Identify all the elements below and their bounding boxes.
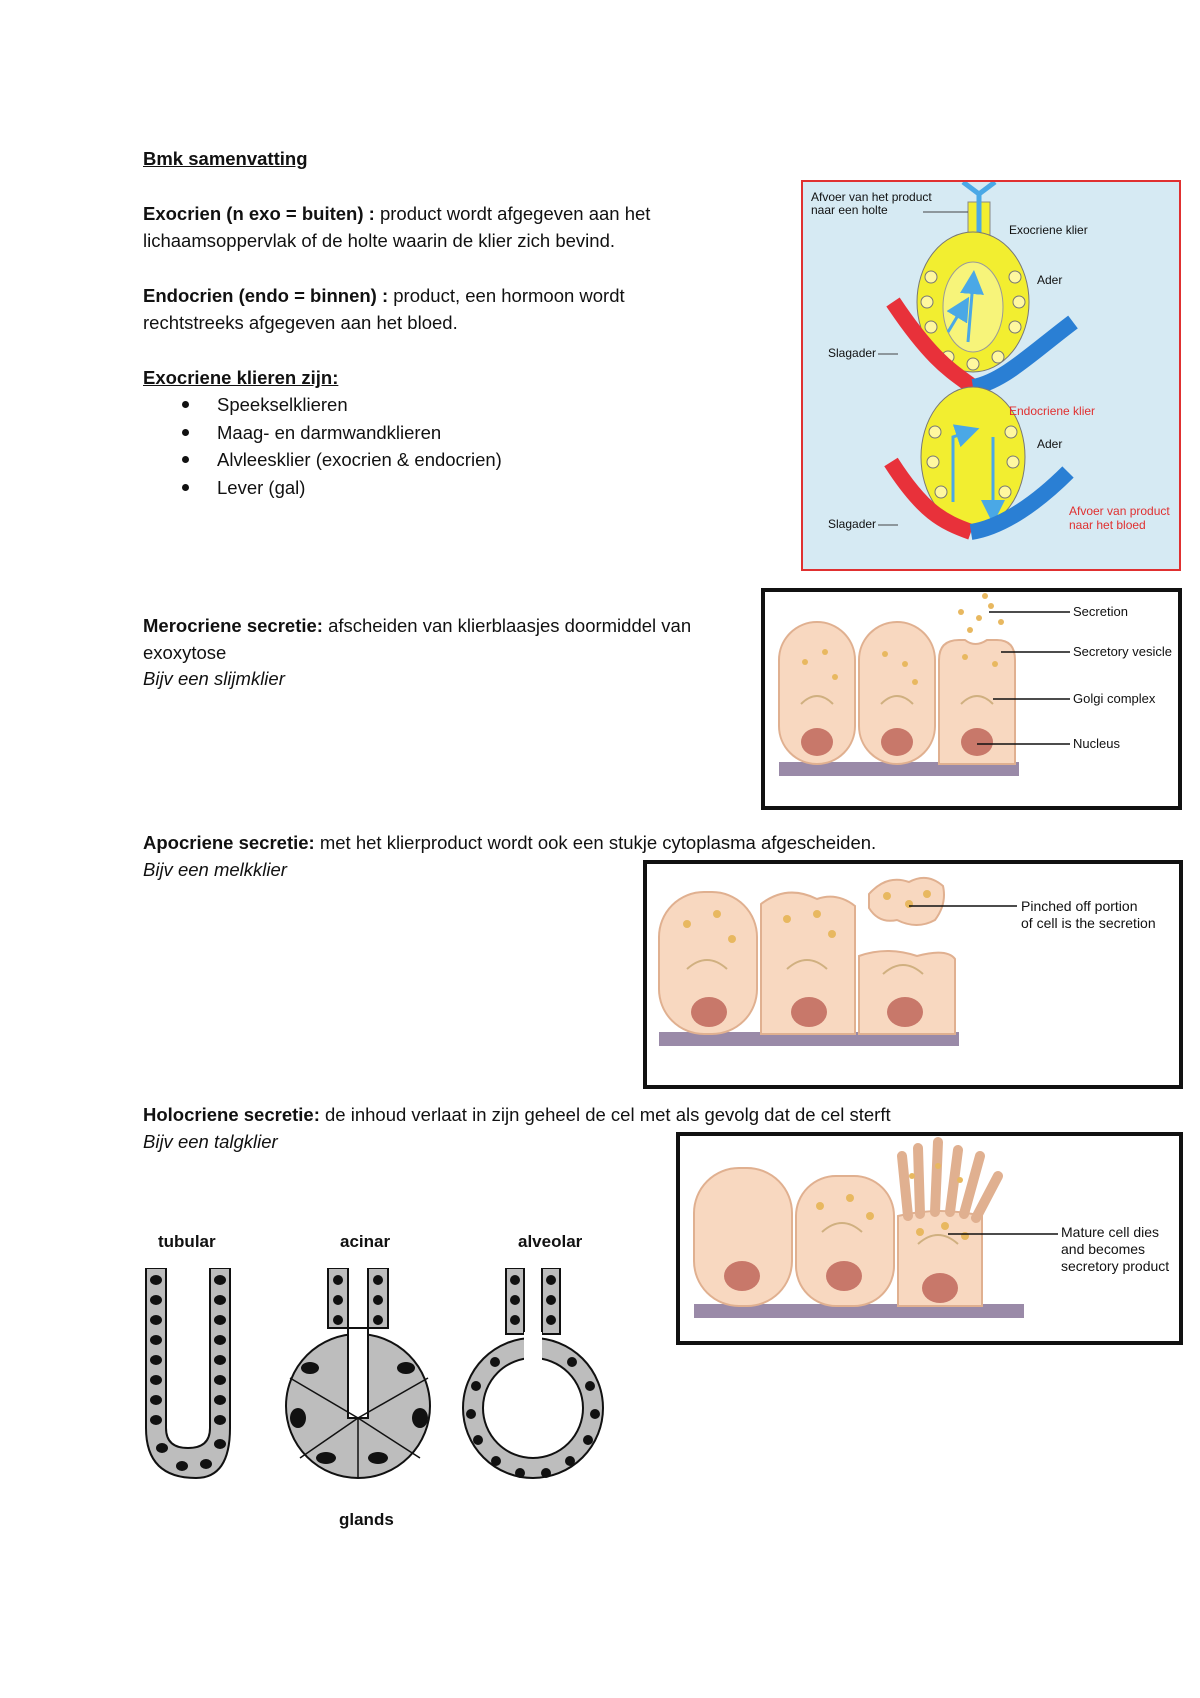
- list-item: Lever (gal): [142, 474, 502, 502]
- label-tubular: tubular: [158, 1232, 216, 1251]
- merocriene-def-1: afscheiden van klierblaasjes doormiddel …: [322, 615, 692, 636]
- merocrine-figure: Secretion Secretory vesicle Golgi comple…: [761, 588, 1182, 810]
- apocrine-figure: Pinched off portion of cell is the secre…: [643, 860, 1183, 1089]
- apocriene-example: Bijv een melkklier: [143, 859, 287, 880]
- label-acinar: acinar: [340, 1232, 391, 1251]
- merocriene-line1: Merocriene secretie: afscheiden van klie…: [143, 612, 691, 639]
- label-golgi-complex: Golgi complex: [1073, 691, 1156, 706]
- label-endocriene-klier: Endocriene klier: [1009, 404, 1096, 418]
- label-afvoer-holte: Afvoer van het product naar een holte: [811, 190, 932, 217]
- holocrine-diagram: [693, 1137, 1058, 1318]
- endocrien-term: Endocrien (endo = binnen) :: [143, 285, 389, 306]
- label-glands: glands: [339, 1510, 394, 1529]
- label-secretion: Secretion: [1073, 604, 1128, 619]
- bullet-icon: [182, 401, 189, 408]
- apocrine-diagram: [658, 876, 1017, 1046]
- exocrien-line1: Exocrien (n exo = buiten) : product word…: [143, 200, 650, 227]
- list-item: Maag- en darmwandklieren: [142, 419, 502, 447]
- merocriene-def-2: exoxytose: [143, 642, 227, 663]
- apocriene-line1: Apocriene secretie: met het klierproduct…: [143, 829, 876, 856]
- label-mature-cell-1: Mature cell dies: [1061, 1224, 1160, 1240]
- label-mature-cell-3: secretory product: [1061, 1258, 1170, 1274]
- merocrine-diagram: [778, 593, 1070, 776]
- label-ader-1: Ader: [1037, 273, 1063, 287]
- holocrine-figure: Mature cell dies and becomes secretory p…: [676, 1132, 1183, 1345]
- label-slagader-2: Slagader: [828, 517, 877, 531]
- gland-diagram: [878, 182, 1078, 540]
- label-pinched-off-1: Pinched off portion: [1021, 898, 1138, 914]
- merocriene-example: Bijv een slijmklier: [143, 668, 285, 689]
- label-alveolar: alveolar: [518, 1232, 583, 1251]
- bullet-icon: [182, 456, 189, 463]
- label-exocriene-klier: Exocriene klier: [1009, 223, 1088, 237]
- label-secretory-vesicle: Secretory vesicle: [1073, 644, 1172, 659]
- endocrien-line1: Endocrien (endo = binnen) : product, een…: [143, 282, 625, 309]
- alveolar-gland: [462, 1268, 604, 1479]
- holocriene-line1: Holocriene secretie: de inhoud verlaat i…: [143, 1101, 891, 1128]
- holocriene-def-1: de inhoud verlaat in zijn geheel de cel …: [319, 1104, 891, 1125]
- endocrien-def-1: product, een hormoon wordt: [388, 285, 625, 306]
- label-mature-cell-2: and becomes: [1061, 1241, 1146, 1257]
- label-pinched-off-2: of cell is the secretion: [1021, 915, 1156, 931]
- exocrien-def-1: product wordt afgegeven aan het: [374, 203, 651, 224]
- list-item: Alvleesklier (exocrien & endocrien): [142, 446, 502, 474]
- label-nucleus: Nucleus: [1073, 736, 1120, 751]
- holocriene-term: Holocriene secretie:: [143, 1104, 320, 1125]
- gland-types-figure: tubular acinar alveolar: [140, 1228, 660, 1538]
- exocrine-endocrine-figure: Afvoer van het product naar een holte Ex…: [801, 180, 1181, 571]
- bullet-icon: [182, 483, 189, 491]
- bullet-icon: [182, 428, 189, 436]
- acinar-gland: [285, 1268, 431, 1479]
- label-afvoer-bloed: Afvoer van product naar het bloed: [1069, 504, 1170, 532]
- exocrien-term: Exocrien (n exo = buiten) :: [143, 203, 375, 224]
- label-ader-2: Ader: [1037, 437, 1063, 451]
- merocriene-term: Merocriene secretie:: [143, 615, 323, 636]
- list-item: Speekselklieren: [142, 391, 502, 419]
- tubular-gland: [145, 1268, 231, 1480]
- apocriene-def-1: met het klierproduct wordt ook een stukj…: [314, 832, 877, 853]
- endocrien-def-2: rechtstreeks afgegeven aan het bloed.: [143, 312, 458, 333]
- exocriene-klieren-heading: Exocriene klieren zijn:: [143, 367, 339, 388]
- gland-types-diagram: [145, 1268, 604, 1480]
- page-title: Bmk samenvatting: [143, 148, 308, 169]
- label-slagader-1: Slagader: [828, 346, 877, 360]
- exocriene-klieren-list: Speekselklieren Maag- en darmwandklieren…: [142, 391, 502, 501]
- apocriene-term: Apocriene secretie:: [143, 832, 315, 853]
- holocriene-example: Bijv een talgklier: [143, 1131, 278, 1152]
- exocrien-def-2: lichaamsoppervlak of de holte waarin de …: [143, 230, 616, 251]
